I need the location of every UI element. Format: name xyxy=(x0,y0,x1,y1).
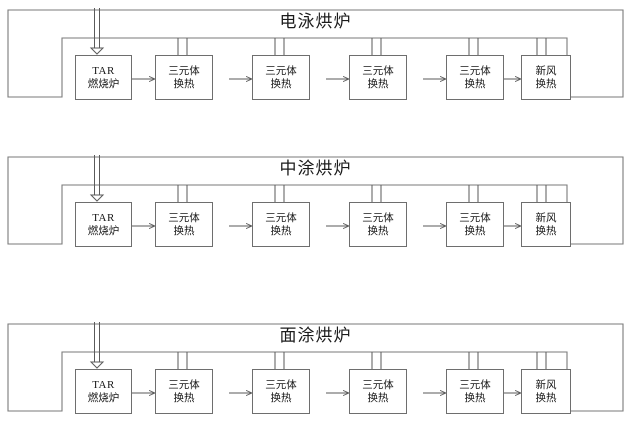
supply-duct-arrowhead xyxy=(89,194,105,202)
node-label-line2: 换热 xyxy=(535,77,557,90)
node-ternary-hx-4[interactable]: 三元体 换热 xyxy=(446,202,504,247)
oven-panel-top-coat: 面涂烘炉 TAR 燃烧炉 三元体 换热 三元体 换热 三元体 换热 三元体 换热… xyxy=(0,322,631,414)
hx-riser-stubs xyxy=(177,38,547,55)
node-label-line2: 换热 xyxy=(270,224,292,237)
node-fresh-air-hx[interactable]: 新风 换热 xyxy=(521,369,571,414)
panel-title: 面涂烘炉 xyxy=(279,326,352,346)
node-label-line2: 换热 xyxy=(535,224,557,237)
node-tar-burner[interactable]: TAR 燃烧炉 xyxy=(75,55,132,100)
node-label-line2: 换热 xyxy=(367,224,389,237)
hx-riser-stubs xyxy=(177,352,547,369)
node-label-line2: 燃烧炉 xyxy=(87,77,120,90)
node-tar-burner[interactable]: TAR 燃烧炉 xyxy=(75,202,132,247)
node-label-line1: 三元体 xyxy=(168,211,200,224)
hx-riser-stubs xyxy=(177,185,547,202)
node-label-line2: 换热 xyxy=(173,224,195,237)
node-label-line1: 三元体 xyxy=(265,64,297,77)
node-ternary-hx-2[interactable]: 三元体 换热 xyxy=(252,202,310,247)
node-label-line2: 换热 xyxy=(173,77,195,90)
node-label-line1: 新风 xyxy=(535,64,557,77)
node-label-line1: 三元体 xyxy=(362,378,394,391)
panel-connector-graphics xyxy=(7,8,624,98)
supply-duct-arrowhead xyxy=(89,47,105,55)
node-label-line2: 换热 xyxy=(270,77,292,90)
panel-title: 电泳烘炉 xyxy=(279,12,352,32)
node-label-line1: 三元体 xyxy=(459,211,491,224)
node-fresh-air-hx[interactable]: 新风 换热 xyxy=(521,55,571,100)
node-label-line2: 换热 xyxy=(464,77,486,90)
node-fresh-air-hx[interactable]: 新风 换热 xyxy=(521,202,571,247)
outer-enclosure-outline xyxy=(7,9,624,98)
node-label-line1: TAR xyxy=(92,211,115,224)
node-label-line1: TAR xyxy=(92,64,115,77)
node-ternary-hx-4[interactable]: 三元体 换热 xyxy=(446,369,504,414)
node-label-line1: 三元体 xyxy=(362,211,394,224)
node-ternary-hx-1[interactable]: 三元体 换热 xyxy=(155,202,213,247)
node-ternary-hx-1[interactable]: 三元体 换热 xyxy=(155,369,213,414)
oven-panel-electrophoresis: 电泳烘炉 TAR 燃烧炉 三元体 换热 三元体 换热 三元体 换热 三元体 换热… xyxy=(0,8,631,100)
panel-title: 中涂烘炉 xyxy=(279,159,352,179)
node-ternary-hx-2[interactable]: 三元体 换热 xyxy=(252,369,310,414)
node-tar-burner[interactable]: TAR 燃烧炉 xyxy=(75,369,132,414)
node-label-line1: 新风 xyxy=(535,378,557,391)
node-label-line2: 换热 xyxy=(464,224,486,237)
node-label-line2: 燃烧炉 xyxy=(87,391,120,404)
node-label-line1: 三元体 xyxy=(168,64,200,77)
node-label-line2: 换热 xyxy=(173,391,195,404)
node-label-line1: 三元体 xyxy=(362,64,394,77)
node-label-line1: 新风 xyxy=(535,211,557,224)
node-ternary-hx-3[interactable]: 三元体 换热 xyxy=(349,55,407,100)
node-label-line1: 三元体 xyxy=(265,211,297,224)
panel-connector-graphics xyxy=(7,155,624,245)
node-label-line1: TAR xyxy=(92,378,115,391)
node-label-line2: 换热 xyxy=(367,77,389,90)
panel-connector-graphics xyxy=(7,322,624,412)
outer-enclosure-outline xyxy=(7,323,624,412)
node-label-line1: 三元体 xyxy=(168,378,200,391)
node-ternary-hx-4[interactable]: 三元体 换热 xyxy=(446,55,504,100)
node-ternary-hx-3[interactable]: 三元体 换热 xyxy=(349,202,407,247)
node-ternary-hx-3[interactable]: 三元体 换热 xyxy=(349,369,407,414)
node-label-line2: 换热 xyxy=(270,391,292,404)
node-label-line1: 三元体 xyxy=(459,378,491,391)
node-label-line2: 燃烧炉 xyxy=(87,224,120,237)
outer-enclosure-outline xyxy=(7,156,624,245)
node-label-line1: 三元体 xyxy=(265,378,297,391)
node-ternary-hx-1[interactable]: 三元体 换热 xyxy=(155,55,213,100)
oven-panel-intermediate-coat: 中涂烘炉 TAR 燃烧炉 三元体 换热 三元体 换热 三元体 换热 三元体 换热… xyxy=(0,155,631,247)
node-label-line1: 三元体 xyxy=(459,64,491,77)
node-label-line2: 换热 xyxy=(367,391,389,404)
node-label-line2: 换热 xyxy=(535,391,557,404)
node-label-line2: 换热 xyxy=(464,391,486,404)
supply-duct-arrowhead xyxy=(89,361,105,369)
node-ternary-hx-2[interactable]: 三元体 换热 xyxy=(252,55,310,100)
